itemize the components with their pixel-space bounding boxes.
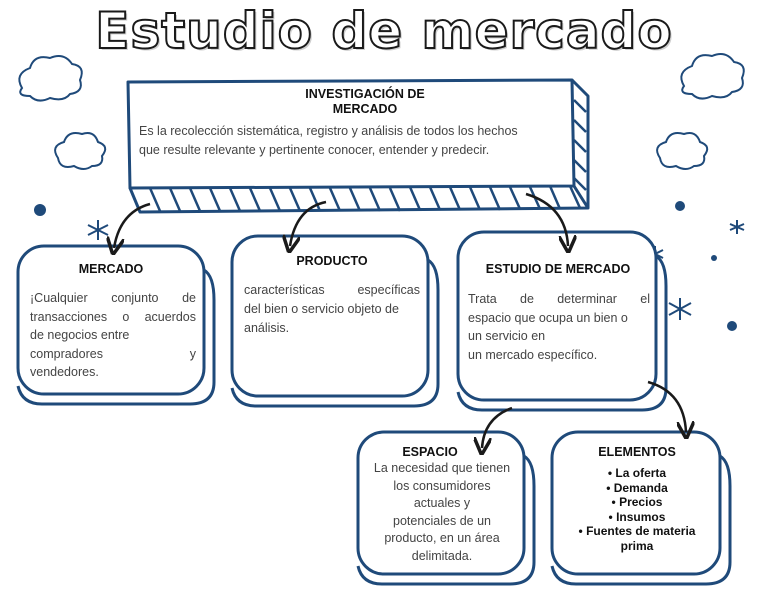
mercado-heading: MERCADO (78, 262, 144, 276)
cloud-icon (18, 55, 83, 102)
text-line: un servicio en (468, 329, 546, 343)
investigacion-text: Es la recolección sistemática, registro … (139, 122, 569, 160)
cloud-icon (680, 53, 745, 100)
heading-line: MERCADO (332, 102, 398, 116)
heading-line: INVESTIGACIÓN DE (305, 87, 425, 101)
mercado-box (16, 244, 216, 406)
text-line: producto, en un área (384, 531, 500, 545)
text-line: actuales y (413, 496, 471, 510)
espacio-heading: ESPACIO (402, 445, 458, 459)
star-icon (729, 220, 745, 234)
text-line: que resulte relevante y pertinente conoc… (139, 143, 490, 157)
investigacion-box (126, 78, 590, 214)
text-line: del bien o servicio objeto de (244, 302, 399, 316)
text-line: delimitada. (411, 548, 473, 563)
producto-text: características específicas del bien o s… (244, 281, 420, 338)
text-line: La necesidad que tienen (373, 461, 511, 475)
arrow-connector (114, 192, 686, 448)
espacio-text: La necesidad que tienen los consumidores… (364, 460, 520, 565)
text-line: características específicas (244, 283, 420, 297)
list-item: • Precios (611, 495, 663, 509)
text-line: potenciales de un (393, 513, 491, 528)
elementos-list: • La oferta • Demanda • Precios • Insumo… (560, 466, 714, 553)
text-line: de negocios entre (30, 328, 130, 342)
text-line: los consumidores (393, 478, 491, 493)
list-item: prima (620, 538, 654, 553)
text-line: compradores y (30, 346, 196, 361)
text-line: espacio que ocupa un bien o (468, 310, 628, 325)
cloud-icon (54, 132, 107, 170)
list-item: • Insumos (608, 509, 666, 524)
text-line: vendedores. (30, 365, 99, 379)
producto-heading: PRODUCTO (296, 254, 368, 268)
producto-box (230, 234, 440, 408)
list-item: • Fuentes de materia (578, 524, 696, 538)
page-title: Estudio de mercado (94, 1, 673, 61)
text-line: Es la recolección sistemática, registro … (139, 124, 518, 138)
star-icon (668, 298, 692, 320)
dot-decoration (34, 204, 46, 216)
estudio-heading: ESTUDIO DE MERCADO (485, 262, 631, 276)
elementos-box (550, 430, 732, 586)
investigacion-heading: INVESTIGACIÓN DE MERCADO (270, 87, 460, 117)
text-line: transacciones o acuerdos (30, 309, 196, 324)
espacio-box (356, 430, 536, 586)
text-line: Trata de determinar el (468, 292, 650, 306)
dot-decoration (727, 321, 737, 331)
star-icon (87, 220, 109, 240)
dot-decoration (711, 255, 717, 261)
mercado-text: ¡Cualquier conjunto de transacciones o a… (30, 289, 196, 382)
cloud-icon (656, 132, 709, 170)
elementos-heading: ELEMENTOS (598, 445, 676, 459)
text-line: un mercado específico. (468, 347, 598, 362)
list-item: • Demanda (606, 480, 668, 495)
dot-decoration (675, 201, 685, 211)
text-line: análisis. (244, 321, 290, 335)
estudio-text: Trata de determinar el espacio que ocupa… (468, 290, 650, 364)
text-line: ¡Cualquier conjunto de (30, 291, 196, 305)
list-item: • La oferta (607, 466, 667, 480)
estudio-box (456, 230, 668, 412)
